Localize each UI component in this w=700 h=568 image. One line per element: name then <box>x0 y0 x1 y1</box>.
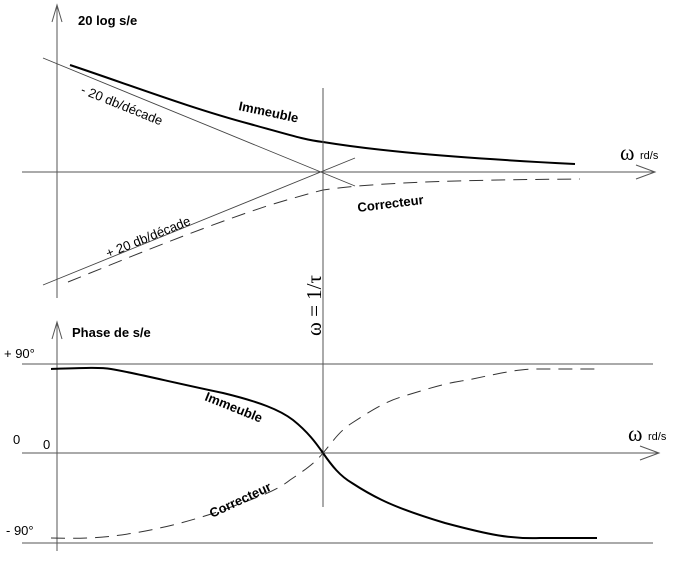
magnitude-x-arrow-icon <box>635 164 657 180</box>
asymptote-minus-20db <box>42 57 356 187</box>
phase-y-label: Phase de s/e <box>72 325 151 340</box>
corner-frequency-label: ω = 1/τ <box>302 275 326 336</box>
correcteur-magnitude-label: Correcteur <box>357 192 425 215</box>
phase-x-arrow-icon <box>639 445 661 461</box>
asymptote-minus-label: - 20 db/décade <box>79 82 165 128</box>
tick-zero-outer: 0 <box>13 432 20 447</box>
tick-plus-90: + 90° <box>4 346 35 361</box>
correcteur-magnitude-curve <box>67 178 581 283</box>
phase-plot: Phase de s/e + 90° 0 0 - 90° ω rd/s Imme… <box>4 320 667 551</box>
phase-y-arrow-icon <box>51 320 63 340</box>
tick-zero-inner: 0 <box>43 437 50 452</box>
correcteur-phase-curve <box>50 368 597 539</box>
phase-x-unit: rd/s <box>648 431 667 443</box>
immeuble-phase-label: Immeuble <box>203 389 265 426</box>
immeuble-magnitude-label: Immeuble <box>237 98 299 125</box>
magnitude-y-label: 20 log s/e <box>78 13 137 28</box>
tick-minus-90: - 90° <box>6 523 34 538</box>
magnitude-y-arrow-icon <box>51 3 63 23</box>
immeuble-magnitude-curve <box>69 64 576 165</box>
magnitude-omega-symbol: ω <box>620 140 634 165</box>
correcteur-phase-label: Correcteur <box>207 479 274 521</box>
immeuble-phase-curve <box>50 366 597 540</box>
asymptote-plus-20db <box>42 157 356 286</box>
asymptote-plus-label: + 20 db/décade <box>104 213 193 261</box>
phase-omega-symbol: ω <box>628 421 642 446</box>
magnitude-plot: 20 log s/e ω rd/s - 20 db/décade + 20 db… <box>22 3 659 298</box>
magnitude-x-unit: rd/s <box>640 150 659 162</box>
